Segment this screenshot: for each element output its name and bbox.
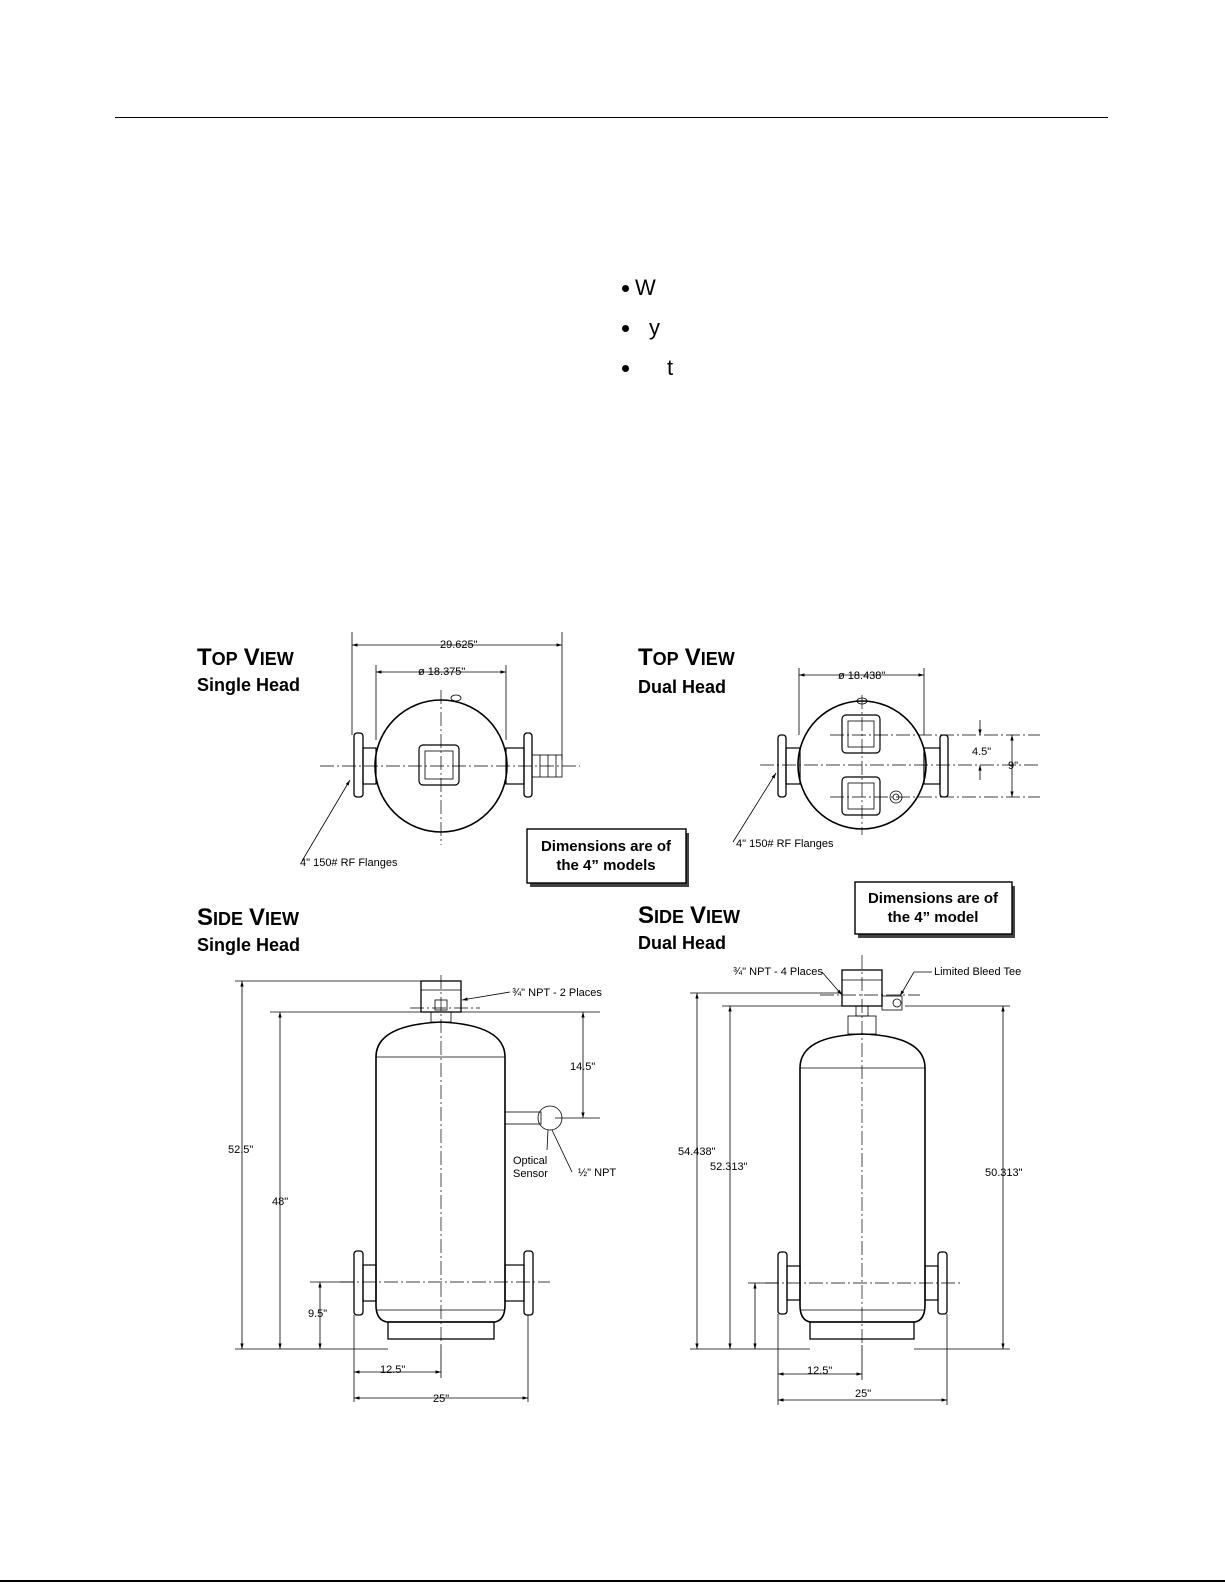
dim-width: 25" [855, 1388, 871, 1400]
bullet-icon [622, 325, 629, 332]
dim-right-height: 50.313" [985, 1167, 1023, 1179]
bullet-icon [622, 285, 629, 292]
dim-diameter: ø 18.438" [838, 670, 885, 682]
footer-rule [0, 1580, 1225, 1582]
dim-half-width: 12.5" [807, 1365, 832, 1377]
view-subtitle: Dual Head [638, 677, 726, 697]
dim-overall-height: 54.438" [678, 1146, 716, 1158]
dim-inlet-height: 9.5" [308, 1308, 327, 1320]
dim-half-width: 12.5" [380, 1364, 405, 1376]
sensor-label: Optical [513, 1155, 547, 1167]
flange-label: 4" 150# RF Flanges [300, 857, 398, 869]
bullet-icon [622, 365, 629, 372]
dim-diameter: ø 18.375" [418, 666, 465, 678]
dim-overall-width: 29.625" [440, 639, 478, 651]
view-subtitle: Single Head [197, 675, 300, 695]
flange-label: 4" 150# RF Flanges [736, 838, 834, 850]
dimension-note-box: Dimensions are of the 4” model [854, 881, 1015, 938]
note-line: the 4” model [888, 909, 979, 926]
list-item-text: t [667, 355, 674, 380]
header-rule [115, 117, 1108, 118]
dimension-note-box: Dimensions are of the 4” models [526, 828, 689, 887]
note-line: Dimensions are of [541, 838, 672, 855]
npt-label: ¾" NPT - 4 Places [733, 966, 823, 978]
dim-head-spacing: 4.5" [972, 746, 991, 758]
view-subtitle: Single Head [197, 935, 300, 955]
note-line: the 4” models [556, 857, 655, 874]
sensor-label: Sensor [513, 1168, 548, 1180]
dim-total-spacing: 9" [1008, 760, 1018, 772]
list-item-text: y [649, 315, 660, 340]
note-line: Dimensions are of [868, 890, 999, 907]
dim-width: 25" [433, 1393, 449, 1405]
half-npt-label: ½" NPT [578, 1167, 616, 1179]
bleed-tee-label: Limited Bleed Tee [934, 966, 1021, 978]
npt-label: ¾" NPT - 2 Places [512, 987, 602, 999]
dim-sensor-height: 14.5" [570, 1061, 595, 1073]
dim-mid-height: 52.313" [710, 1161, 748, 1173]
dim-body-height: 48" [272, 1196, 288, 1208]
list-item-text: W [635, 275, 656, 300]
dim-overall-height: 52.5" [228, 1144, 253, 1156]
view-subtitle: Dual Head [638, 933, 726, 953]
